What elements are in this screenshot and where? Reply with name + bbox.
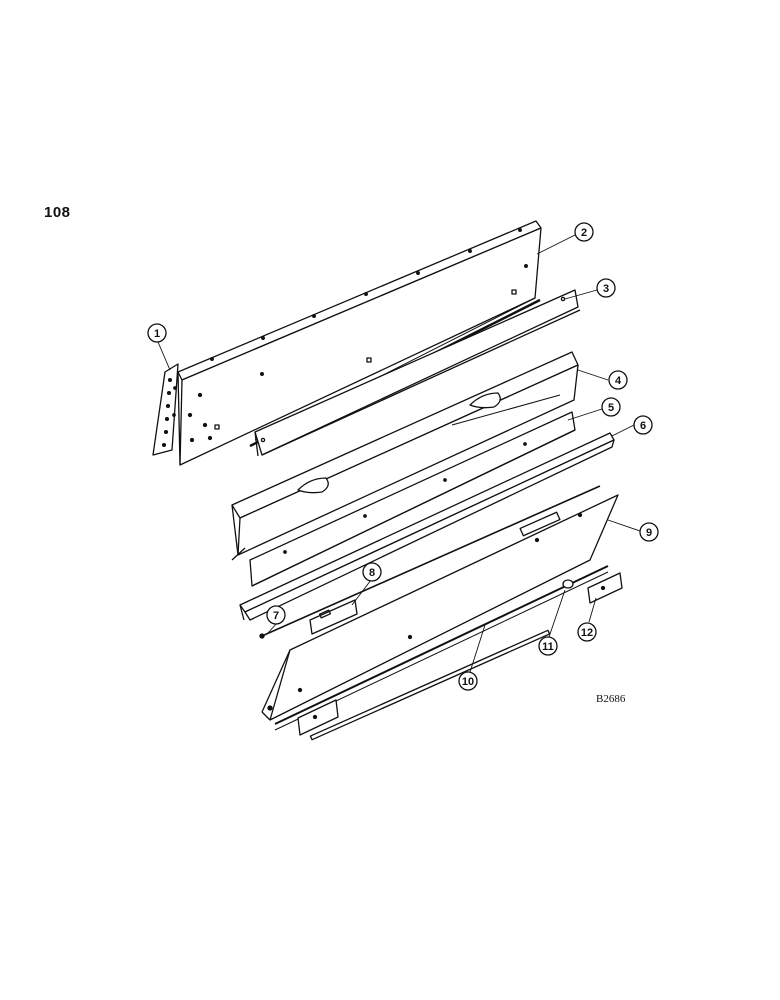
callout-10: 10: [458, 671, 478, 691]
callout-4-label: 4: [615, 375, 622, 387]
callout-8: 8: [362, 562, 382, 582]
part-6-long-angle: [239, 432, 615, 621]
callout-8-label: 8: [369, 567, 375, 579]
part-3-angle-strip: [254, 289, 581, 457]
callout-1-label: 1: [154, 328, 160, 340]
callout-7: 7: [266, 605, 286, 625]
callout-10-label: 10: [462, 676, 474, 688]
part-12-hinge-bracket: [297, 572, 623, 736]
callout-3-label: 3: [603, 283, 609, 295]
callout-2: 2: [574, 222, 594, 242]
callout-5: 5: [601, 397, 621, 417]
part-7-rod: [259, 485, 601, 639]
callout-9-label: 9: [646, 527, 652, 539]
callout-1: 1: [147, 323, 167, 343]
leader-lines: [157, 234, 641, 673]
callout-9: 9: [639, 522, 659, 542]
drawing-code: B2686: [596, 693, 626, 705]
callout-12-label: 12: [581, 627, 593, 639]
callout-6: 6: [633, 415, 653, 435]
part-8-bracket: [309, 599, 358, 635]
callout-5-label: 5: [608, 402, 614, 414]
callout-3: 3: [596, 278, 616, 298]
callout-2-label: 2: [581, 227, 587, 239]
callout-6-label: 6: [640, 420, 646, 432]
part-9-gate-panel: [261, 494, 619, 741]
callout-12: 12: [577, 622, 597, 642]
callout-4: 4: [608, 370, 628, 390]
part-11-bushing: [562, 579, 574, 589]
part-5-flat-strip: [249, 411, 576, 587]
page-number: 108: [44, 204, 71, 221]
callout-11-label: 11: [542, 641, 554, 653]
callout-7-label: 7: [273, 610, 279, 622]
part-4-upper-panel: [231, 351, 579, 561]
part-1-end-plate: [152, 363, 179, 456]
callout-11: 11: [538, 636, 558, 656]
